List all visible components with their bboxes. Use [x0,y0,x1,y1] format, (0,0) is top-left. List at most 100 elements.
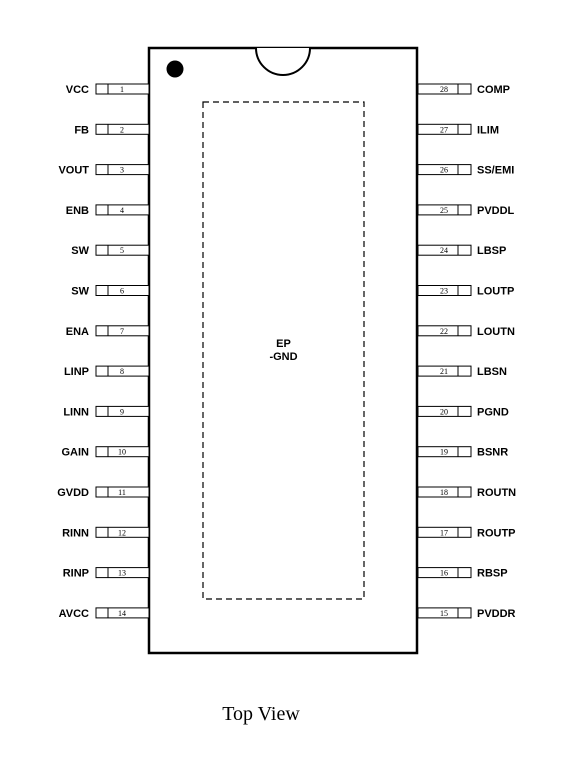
pin-number: 1 [120,85,124,94]
package-notch [255,47,311,76]
pin-number: 5 [120,246,124,255]
pin-lead [95,204,150,216]
pin-10: 10 GAIN [62,446,150,459]
pin-lead [417,365,472,377]
pin-number: 25 [440,206,448,215]
pin-number: 6 [120,287,124,296]
pin-number: 13 [118,569,126,578]
pin-number: 4 [120,206,124,215]
pin-name: GVDD [57,487,89,499]
pin-lead [95,526,150,538]
pin-17: 17 ROUTP [417,526,516,539]
pin-lead [417,204,472,216]
pin-lead [417,405,472,417]
pin-name: RINP [63,568,89,580]
pin-name: ROUTP [477,527,516,539]
pin-number: 21 [440,367,448,376]
package-body [147,46,419,655]
pin-number: 27 [440,125,448,134]
pin-name: ENB [66,205,89,217]
pin-number: 12 [118,528,126,537]
pin-11: 11 GVDD [57,486,150,499]
pin-lead [95,365,150,377]
pin-5: 5 SW [71,244,150,257]
pin-lead [95,486,150,498]
pin-number: 19 [440,448,448,457]
pin-name: GAIN [62,447,90,459]
pin-number: 15 [440,609,448,618]
pin-name: LINN [63,406,89,418]
pin-lead [95,123,150,135]
pin-number: 17 [440,528,448,537]
pin-lead [95,325,150,337]
pin-name: COMP [477,84,510,96]
pin-name: PGND [477,406,509,418]
pin-number: 16 [440,569,448,578]
pin-lead [417,325,472,337]
pin-number: 10 [118,448,126,457]
pin-lead [417,607,472,619]
exposed-pad-label-line2: -GND [269,351,297,363]
pin1-indicator-dot [166,60,184,78]
pin-lead [417,244,472,256]
pin-name: PVDDL [477,205,515,217]
pin-23: 23 LOUTP [417,285,514,298]
pin-lead [95,244,150,256]
pin-number: 2 [120,125,124,134]
pin-number: 20 [440,407,448,416]
right-pin-column: 28 COMP 27 ILIM 26 SS/EMI 25 PVDDL 24 LBSP 23 LOUTP… [417,83,516,620]
pin-4: 4 ENB [66,204,150,217]
pin-26: 26 SS/EMI [417,164,514,177]
pin-name: LOUTP [477,286,514,298]
exposed-pad-outline [202,101,365,600]
left-pin-column: 1VCC2FB3VOUT4ENB5SW6SW7ENA8LINP9LINN10GA… [57,83,150,620]
pin-number: 8 [120,367,124,376]
pin-lead [95,164,150,176]
pin-name: AVCC [59,608,89,620]
pin-lead [417,123,472,135]
pin-number: 11 [118,488,126,497]
pin-number: 9 [120,407,124,416]
pin-lead [417,285,472,296]
pin-name: PVDDR [477,608,516,620]
pin-name: ROUTN [477,487,516,499]
pin-name: LBSP [477,245,506,257]
pin-number: 24 [440,246,448,255]
pin-number: 22 [440,327,448,336]
pin-number: 14 [118,609,126,618]
pin-number: 28 [440,85,448,94]
pin-lead [417,567,472,579]
pin-name: ENA [66,326,89,338]
pin-7: 7 ENA [66,325,150,338]
pin-15: 15 PVDDR [417,607,516,620]
pin-20: 20 PGND [417,405,509,418]
pin-number: 23 [440,287,448,296]
pin-lead [95,567,150,579]
pin-name: SW [71,245,89,257]
pin-number: 7 [120,327,124,336]
pin-lead [95,83,150,95]
pin-lead [417,526,472,538]
pin-name: SS/EMI [477,165,514,177]
pin-lead [417,446,472,458]
pin-9: 9 LINN [63,405,150,418]
pin-13: 13 RINP [63,567,150,580]
pin-lead [95,446,150,458]
pin-lead [95,405,150,417]
exposed-pad-label-line1: EP [276,338,291,350]
pin-name: FB [74,124,89,136]
pin-name: ILIM [477,124,499,136]
pin-number: 26 [440,166,448,175]
pin-24: 24 LBSP [417,244,506,257]
pin-28: 28 COMP [417,83,510,96]
pin-lead [417,83,472,95]
pin-lead [95,285,150,296]
